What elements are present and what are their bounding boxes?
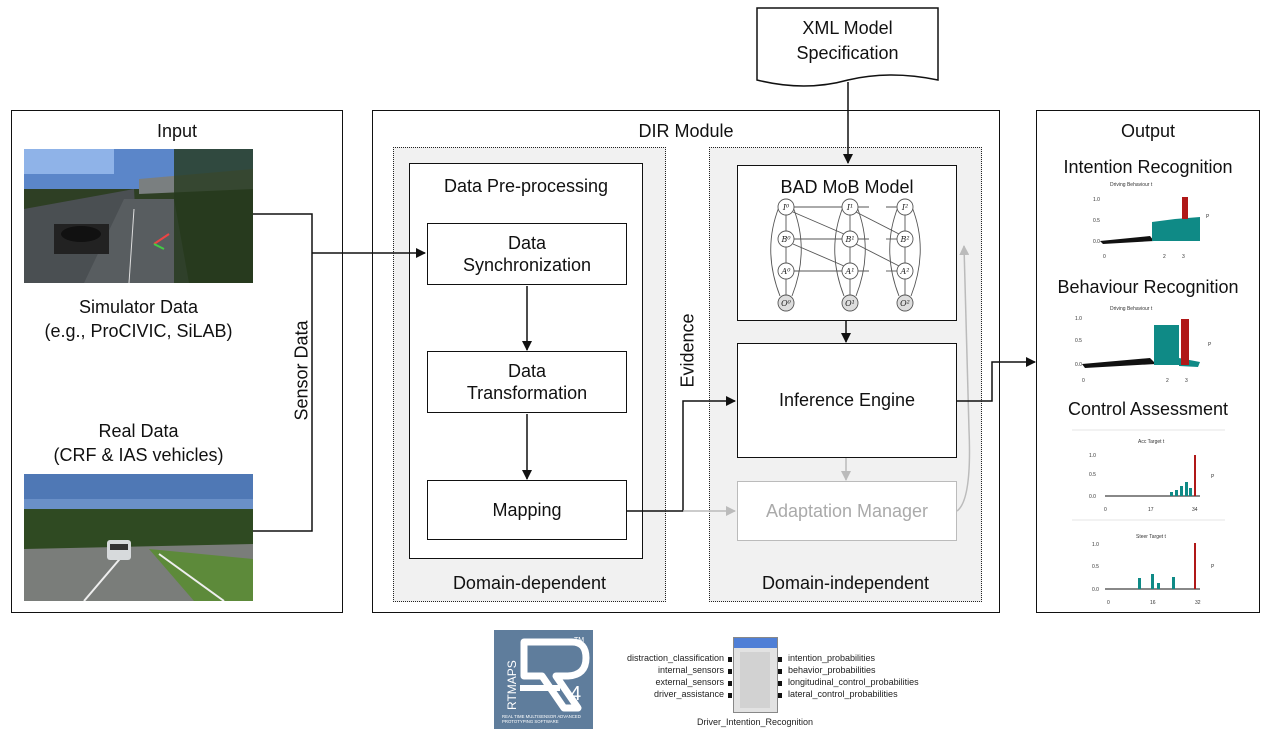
simulator-label-line1: Simulator Data — [78, 297, 199, 317]
rtmaps-inputs-list: distraction_classification internal_sens… — [598, 652, 724, 700]
sync-line2: Synchronization — [462, 255, 592, 275]
adaptation-manager-box: Adaptation Manager — [737, 481, 957, 541]
evidence-label: Evidence — [677, 313, 698, 388]
sensor-bracket — [253, 213, 313, 532]
inference-engine-box: Inference Engine — [737, 343, 957, 458]
adaptation-label: Adaptation Manager — [765, 500, 929, 521]
input-port-distraction: distraction_classification — [626, 653, 724, 663]
input-title: Input — [156, 121, 198, 141]
rtmaps-input-ports — [728, 657, 734, 703]
xml-spec-shape — [756, 7, 939, 87]
inference-label: Inference Engine — [778, 390, 916, 411]
xml-spec-line1: XML Model — [802, 18, 893, 38]
rtmaps-component-body — [740, 652, 770, 708]
output-port-lateral: lateral_control_probabilities — [788, 689, 898, 699]
rtmaps-tm: TM — [574, 637, 584, 644]
input-port-internal: internal_sensors — [657, 665, 724, 675]
rtmaps-component-header — [734, 638, 777, 648]
xml-spec-line2: Specification — [796, 43, 899, 63]
arrow-evidence — [627, 396, 736, 512]
arrow-inference-to-output — [957, 357, 1036, 402]
mapping-box: Mapping — [427, 480, 627, 540]
rtmaps-component-name: Driver_Intention_Recognition — [696, 717, 814, 727]
real-label-line1: Real Data — [98, 421, 179, 441]
output-title: Output — [1120, 121, 1176, 141]
rtmaps-sub1: REAL TIME MULTISENSOR ADVANCED — [502, 714, 581, 719]
dir-module-title: DIR Module — [638, 121, 734, 141]
sensor-data-label: Sensor Data — [291, 320, 312, 421]
arrow-adaptation-to-badmob — [956, 245, 971, 512]
input-port-external: external_sensors — [655, 677, 724, 687]
rtmaps-four: 4 — [570, 683, 581, 705]
rtmaps-sub2: PROTOTYPING SOFTWARE — [502, 719, 559, 724]
simulator-label-line2: (e.g., ProCIVIC, SiLAB) — [44, 321, 233, 341]
control-assessment-label: Control Assessment — [1067, 399, 1229, 419]
rtmaps-logo-text: RTMAPS — [505, 660, 519, 710]
rtmaps-outputs-list: intention_probabilities behavior_probabi… — [788, 652, 958, 700]
transform-line2: Transformation — [466, 383, 588, 403]
output-port-behavior: behavior_probabilities — [788, 665, 876, 675]
preprocessing-title: Data Pre-processing — [443, 176, 609, 196]
output-port-intention: intention_probabilities — [788, 653, 876, 663]
rtmaps-component-block[interactable] — [733, 637, 778, 713]
rtmaps-output-ports — [778, 657, 784, 703]
real-label-line2: (CRF & IAS vehicles) — [53, 445, 224, 465]
transform-line1: Data — [507, 360, 547, 381]
mapping-label: Mapping — [492, 499, 562, 520]
behaviour-recognition-label: Behaviour Recognition — [1057, 277, 1239, 297]
simulator-image — [24, 149, 253, 283]
rtmaps-logo: TM 4 RTMAPS REAL TIME MULTISENSOR ADVANC… — [494, 630, 593, 729]
sync-line1: Data — [507, 232, 546, 253]
intention-recognition-label: Intention Recognition — [1063, 157, 1233, 177]
input-port-assistance: driver_assistance — [653, 689, 724, 699]
domain-independent-label: Domain-independent — [761, 573, 930, 593]
bad-mob-title: BAD MoB Model — [780, 177, 914, 197]
domain-dependent-label: Domain-dependent — [452, 573, 607, 593]
output-port-longitudinal: longitudinal_control_probabilities — [788, 677, 919, 687]
real-data-image — [24, 474, 253, 601]
